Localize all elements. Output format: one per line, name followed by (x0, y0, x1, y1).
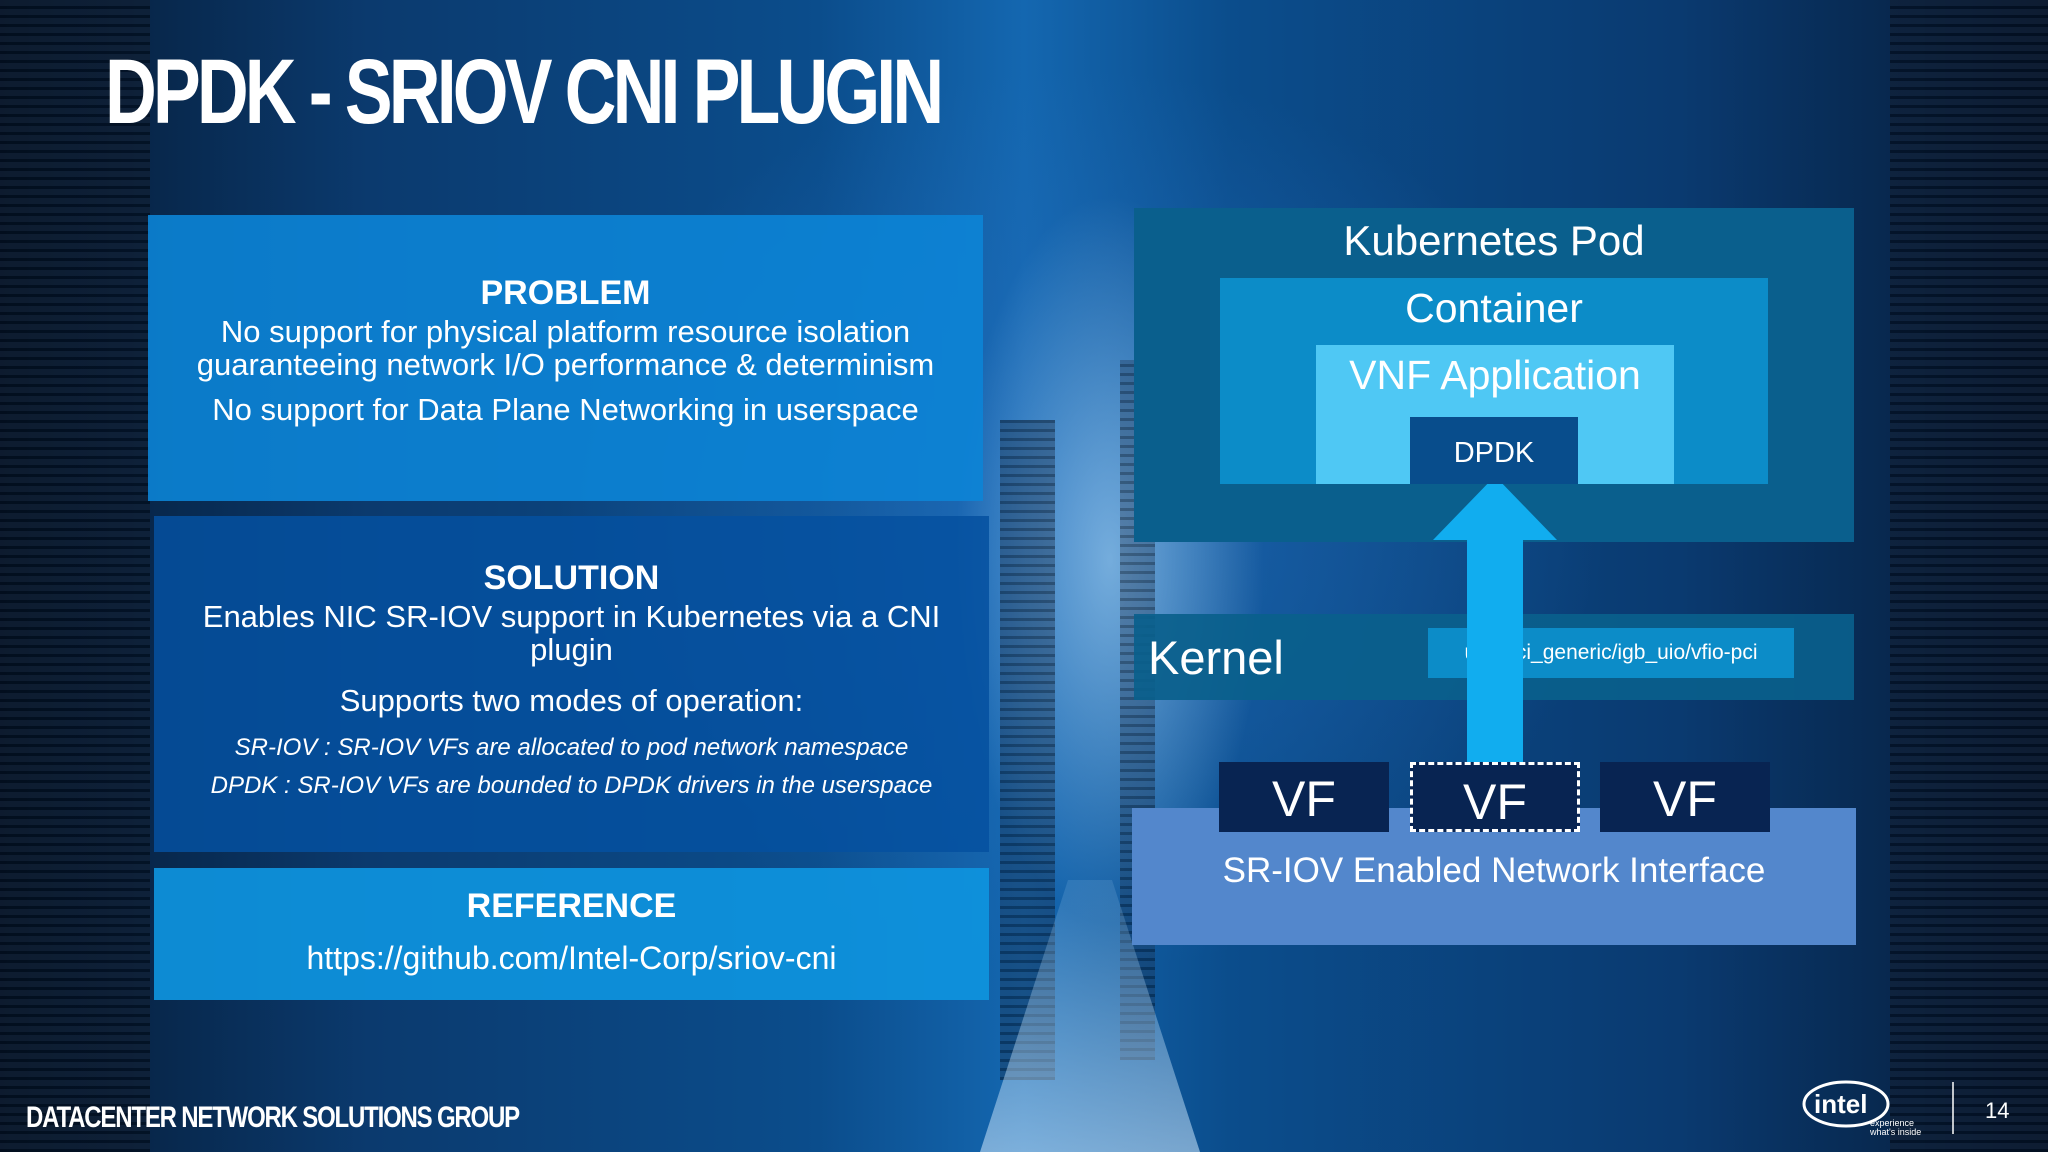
vnf-application-label: VNF Application (1349, 352, 1641, 398)
problem-heading: PROBLEM (480, 274, 651, 312)
solution-line: Enables NIC SR-IOV support in Kubernetes… (202, 599, 941, 667)
solution-panel: SOLUTION Enables NIC SR-IOV support in K… (154, 516, 989, 852)
solution-heading: SOLUTION (483, 559, 660, 597)
intel-logo-text: intel (1814, 1089, 1867, 1119)
reference-link[interactable]: https://github.com/Intel-Corp/sriov-cni (306, 940, 837, 976)
dpdk-box: DPDK (1410, 417, 1578, 484)
intel-logo-tagline: experience (1870, 1118, 1914, 1128)
solution-modes-intro: Supports two modes of operation: (339, 683, 804, 718)
solution-mode-dpdk: DPDK : SR-IOV VFs are bounded to DPDK dr… (210, 772, 933, 799)
vf-label: VF (1653, 771, 1717, 827)
footer-divider (1952, 1082, 1954, 1134)
background-server-rack-left (0, 0, 150, 1152)
vf-box: VF (1219, 762, 1389, 832)
background-server-rack-center (1000, 420, 1055, 1080)
vf-label: VF (1463, 774, 1527, 830)
footer-group-name: DATACENTER NETWORK SOLUTIONS GROUP (26, 1101, 520, 1134)
container-label: Container (1405, 285, 1583, 331)
intel-logo-icon: intel experience what's inside (1802, 1080, 1921, 1137)
driver-label: uio_pci_generic/igb_uio/vfio-pci (1464, 641, 1758, 664)
dpdk-label: DPDK (1453, 437, 1535, 469)
background-server-rack-right (1890, 0, 2048, 1152)
kubernetes-pod-label: Kubernetes Pod (1343, 217, 1645, 264)
reference-panel: REFERENCE https://github.com/Intel-Corp/… (154, 868, 989, 1000)
vf-box-selected: VF (1410, 762, 1580, 832)
slide-title: DPDK - SRIOV CNI PLUGIN (105, 41, 944, 143)
problem-panel: PROBLEM No support for physical platform… (148, 215, 983, 501)
problem-line: No support for Data Plane Networking in … (212, 392, 919, 427)
data-path-arrow-shape (1433, 476, 1557, 766)
intel-logo-tagline: what's inside (1869, 1127, 1921, 1137)
vf-label: VF (1272, 771, 1336, 827)
kernel-label: Kernel (1148, 631, 1284, 684)
page-number: 14 (1985, 1098, 2010, 1123)
solution-mode-sriov: SR-IOV : SR-IOV VFs are allocated to pod… (234, 734, 909, 761)
problem-line: No support for physical platform resourc… (196, 314, 935, 382)
vf-box: VF (1600, 762, 1770, 832)
reference-heading: REFERENCE (466, 887, 677, 925)
sriov-nic-label: SR-IOV Enabled Network Interface (1222, 851, 1766, 890)
data-path-arrow-icon (1433, 476, 1557, 766)
